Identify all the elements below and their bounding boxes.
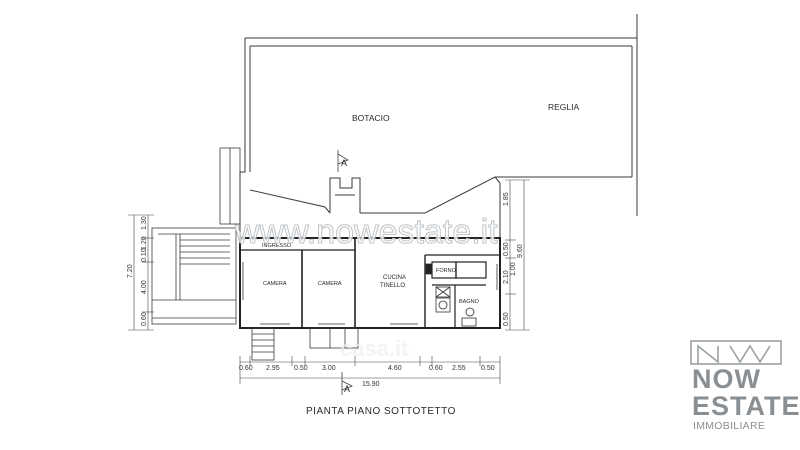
dimension-bottom-1: 0.60 — [239, 365, 253, 372]
apartment-walls — [239, 237, 501, 329]
room-label-camera-left: CAMERA — [263, 281, 287, 287]
dimension-left-total: 7.20 — [127, 264, 134, 278]
dimension-left-1: 1.30 — [141, 216, 148, 230]
watermark-casa: casa.it — [340, 336, 409, 361]
dimension-bottom-2: 2.95 — [266, 365, 280, 372]
balcony — [251, 327, 359, 361]
dimension-right-2: 0.50 — [503, 242, 510, 256]
dimension-lines — [128, 179, 530, 384]
apartment-fixtures — [242, 262, 498, 327]
section-marker-top: A — [341, 158, 347, 168]
dimension-bottom-5: 4.60 — [388, 365, 402, 372]
dimension-right-4: 0.50 — [503, 312, 510, 326]
dimension-bottom-4: 3.00 — [322, 365, 336, 372]
now-estate-logo: NOW ESTATE IMMOBILIARE — [690, 340, 800, 436]
room-label-camera-right: CAMERA — [318, 281, 342, 287]
dimension-bottom-3: 0.50 — [294, 365, 308, 372]
plan-title: PIANTA PIANO SOTTOTETTO — [306, 406, 456, 417]
logo-text-immobiliare: IMMOBILIARE — [693, 420, 766, 432]
section-marker-bottom: A — [344, 384, 350, 394]
dimension-right-total-2: 9.60 — [517, 244, 524, 258]
room-label-cucina: CUCINA — [383, 275, 406, 281]
logo-text-now: NOW — [692, 364, 761, 394]
dimension-right-3: 2.10 — [503, 270, 510, 284]
room-label-bagno: BAGNO — [459, 299, 480, 305]
dimension-right-1: 1.85 — [503, 192, 510, 206]
dimension-bottom-8: 0.50 — [481, 365, 495, 372]
section-arrows — [337, 150, 353, 395]
dimension-left-3: 0.10 — [141, 248, 148, 262]
dimension-left-2: 1.20 — [141, 236, 148, 250]
dimension-right-total-1: 1.00 — [510, 262, 517, 276]
dimension-total: 15.90 — [362, 381, 380, 388]
dimension-left-4: 4.00 — [141, 280, 148, 294]
watermark-site: www.nowestate.it — [234, 213, 498, 251]
logo-text-estate: ESTATE — [692, 391, 800, 421]
room-label-reglia: REGLIA — [548, 102, 580, 112]
room-label-botacio: BOTACIO — [352, 113, 390, 123]
left-exterior-stair — [151, 147, 241, 325]
room-label-forno: FORNO — [436, 268, 457, 274]
dimension-bottom-6: 0.60 — [429, 365, 443, 372]
logo-mark-icon — [690, 340, 782, 365]
dimension-left-5: 0.60 — [141, 312, 148, 326]
dimension-bottom-7: 2.55 — [452, 365, 466, 372]
upper-attic-outline — [239, 14, 638, 262]
room-label-tinello: TINELLO — [380, 283, 405, 289]
room-label-ingresso: INGRESSO — [262, 243, 292, 249]
